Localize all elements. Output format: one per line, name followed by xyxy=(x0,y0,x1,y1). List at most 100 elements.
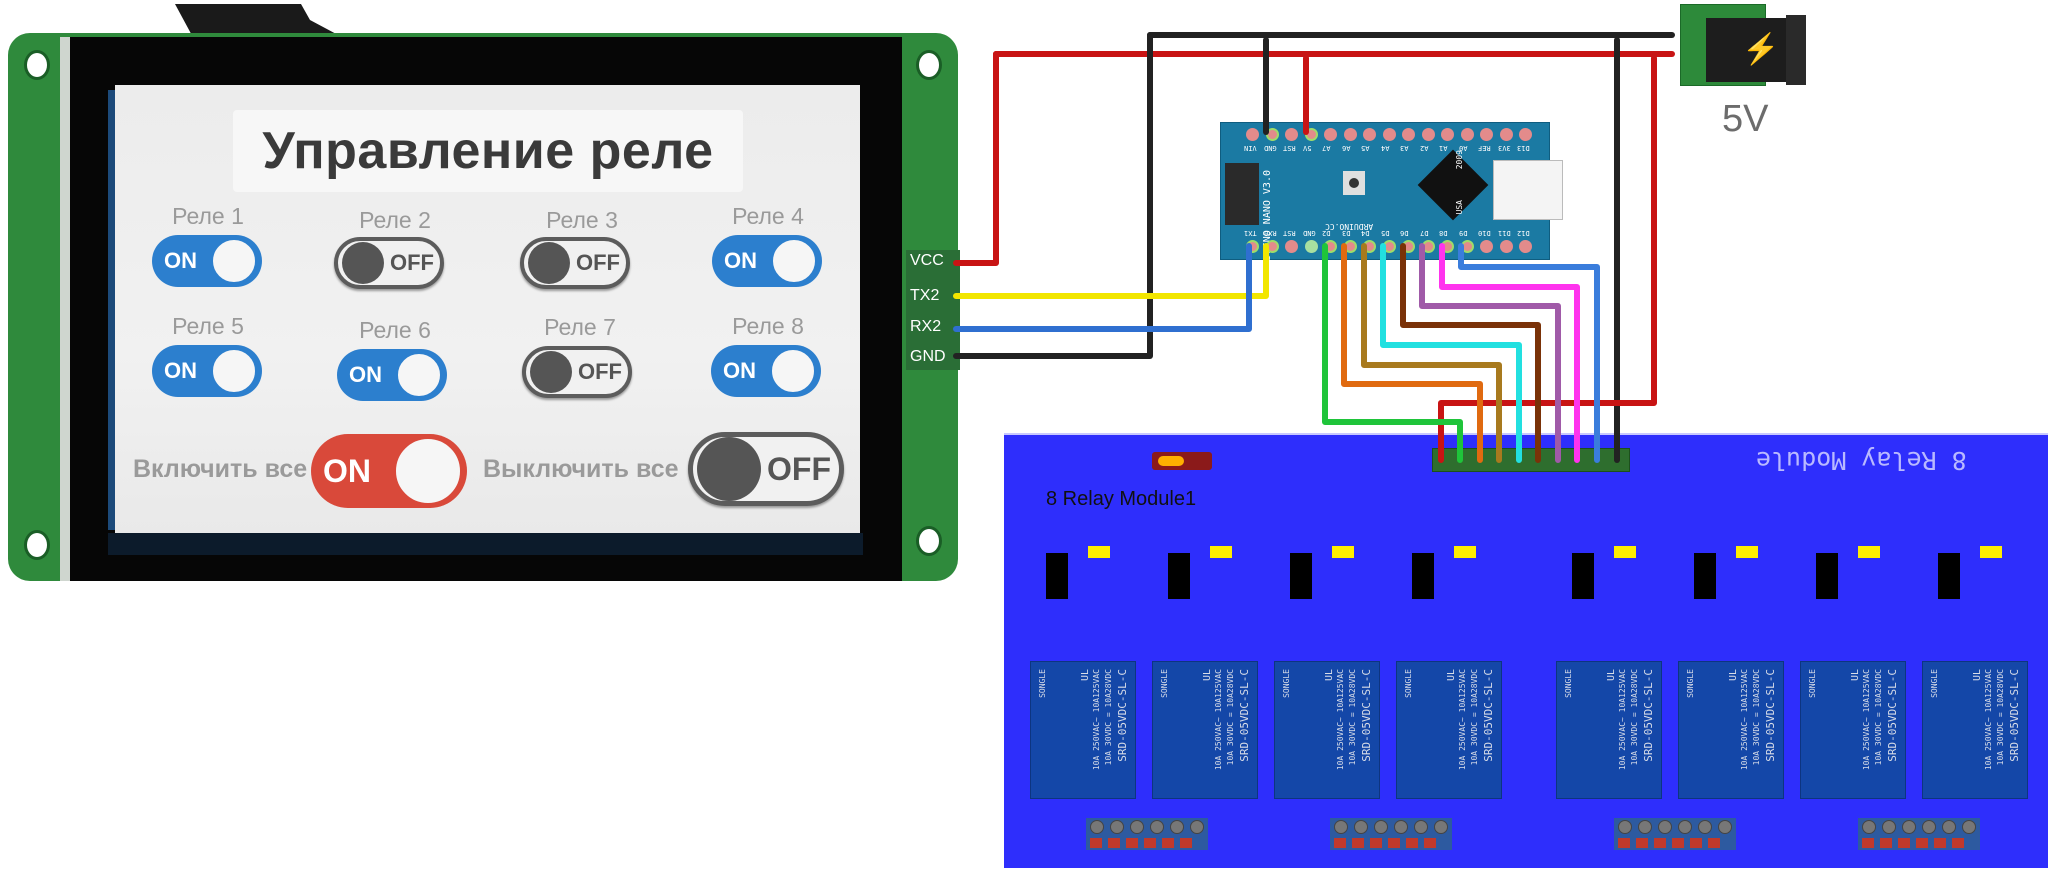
relay-7 xyxy=(1800,661,1906,799)
relay-led-icon xyxy=(1980,546,2002,558)
terminal-pad xyxy=(1126,838,1138,848)
relay-6-toggle[interactable]: ON xyxy=(337,349,447,401)
arduino-pin-ref[interactable] xyxy=(1480,128,1493,141)
wire-relay-vcc[interactable] xyxy=(1438,55,1657,463)
toggle-state: ON xyxy=(164,248,197,273)
wire-d5[interactable] xyxy=(1380,243,1522,463)
arduino-pin-vin[interactable] xyxy=(1246,128,1259,141)
relay-3-toggle[interactable]: OFF xyxy=(520,237,630,289)
arduino-pin-gnd[interactable] xyxy=(1304,240,1318,253)
terminal-pad xyxy=(1708,838,1720,848)
terminal-pad xyxy=(1862,838,1874,848)
wire-display-gnd[interactable] xyxy=(953,32,1153,359)
terminal-pad xyxy=(1090,838,1102,848)
arduino-pin-a2[interactable] xyxy=(1421,128,1435,141)
wire-d7[interactable] xyxy=(1419,243,1561,463)
wire-d9[interactable] xyxy=(1458,243,1600,463)
arduino-pin-a3[interactable] xyxy=(1402,128,1415,141)
relay-4-toggle[interactable]: ON xyxy=(712,235,822,287)
all-on-toggle[interactable]: ON xyxy=(311,434,467,508)
screw-icon xyxy=(1718,820,1732,834)
wire-d8[interactable] xyxy=(1439,243,1580,463)
relay-indicator xyxy=(1938,553,1960,599)
all-on-label: Включить все xyxy=(133,455,308,483)
terminal-pad xyxy=(1880,838,1892,848)
wire-display-vcc[interactable] xyxy=(953,51,999,266)
all-off-toggle[interactable]: OFF xyxy=(688,432,844,506)
arduino-pin-rst[interactable] xyxy=(1285,128,1298,141)
wire-d4[interactable] xyxy=(1361,243,1502,463)
relay-8-label: Реле 8 xyxy=(732,313,804,339)
relay-led-icon xyxy=(1736,546,1758,558)
toggle-knob xyxy=(528,242,570,284)
arduino-pin-d10[interactable] xyxy=(1480,240,1493,253)
terminal-pad xyxy=(1636,838,1648,848)
terminal-pad xyxy=(1180,838,1192,848)
arduino-pin-a1[interactable] xyxy=(1441,128,1454,141)
screw-icon xyxy=(1150,820,1164,834)
wire-d2[interactable] xyxy=(1322,243,1463,463)
arduino-pin-a7[interactable] xyxy=(1324,128,1337,141)
wire-d6[interactable] xyxy=(1400,243,1541,463)
icsp-header xyxy=(1225,163,1259,225)
wire-rx2[interactable] xyxy=(953,243,1252,332)
screw-icon xyxy=(1394,820,1408,834)
arduino-pin-a5[interactable] xyxy=(1363,128,1376,141)
wire-d3[interactable] xyxy=(1341,243,1483,463)
terminal-pad xyxy=(1352,838,1364,848)
screw-icon xyxy=(1414,820,1428,834)
mount-hole xyxy=(916,526,942,556)
screw-icon xyxy=(1110,820,1124,834)
arduino-pin-rst[interactable] xyxy=(1285,240,1298,253)
screw-icon xyxy=(1618,820,1632,834)
toggle-knob xyxy=(697,437,761,501)
relay-2-toggle[interactable]: OFF xyxy=(334,237,444,289)
reset-button[interactable] xyxy=(1343,171,1365,195)
screw-icon xyxy=(1090,820,1104,834)
relay-led-icon xyxy=(1088,546,1110,558)
relay-1-label: Реле 1 xyxy=(172,203,244,229)
bezel-edge xyxy=(60,37,72,581)
relay-led-icon xyxy=(1454,546,1476,558)
terminal-pad xyxy=(1424,838,1436,848)
terminal-pad xyxy=(1672,838,1684,848)
screw-terminal xyxy=(1086,818,1208,850)
relay-indicator xyxy=(1694,553,1716,599)
terminal-pad xyxy=(1916,838,1928,848)
arduino-pin-a4[interactable] xyxy=(1382,128,1396,141)
relay-led-icon xyxy=(1210,546,1232,558)
toggle-knob xyxy=(396,352,442,398)
screw-icon xyxy=(1334,820,1348,834)
arduino-pin-a6[interactable] xyxy=(1343,128,1357,141)
toggle-knob xyxy=(342,242,384,284)
arduino-pin-3v3[interactable] xyxy=(1499,128,1513,141)
relay-1-toggle[interactable]: ON xyxy=(152,235,262,287)
wire-tx2[interactable] xyxy=(953,243,1269,299)
toggle-state: OFF xyxy=(767,450,831,487)
relay-indicator xyxy=(1290,553,1312,599)
usb-port xyxy=(1493,160,1563,220)
relay-6-label: Реле 6 xyxy=(359,317,431,343)
screw-terminal xyxy=(1858,818,1980,850)
relay-5-toggle[interactable]: ON xyxy=(152,345,262,397)
pin-vcc-label: VCC xyxy=(910,252,944,269)
relay-led-icon xyxy=(1858,546,1880,558)
arduino-pin-d12[interactable] xyxy=(1519,240,1532,253)
toggle-state: ON xyxy=(723,358,756,383)
screen-title: Управление реле xyxy=(262,122,714,180)
power-jack-end xyxy=(1786,15,1806,85)
arduino-pin-d13[interactable] xyxy=(1519,128,1532,141)
terminal-pad xyxy=(1406,838,1418,848)
toggle-state: OFF xyxy=(390,250,434,275)
toggle-state: ON xyxy=(724,248,757,273)
pin-tx2-label: TX2 xyxy=(910,287,940,304)
screw-icon xyxy=(1190,820,1204,834)
screen-edge xyxy=(108,533,863,555)
arduino-pin-a0[interactable] xyxy=(1460,128,1474,141)
arduino-pin-d11[interactable] xyxy=(1499,240,1513,253)
relay-7-toggle[interactable]: OFF xyxy=(522,346,632,398)
toggle-state: OFF xyxy=(578,359,622,384)
relay-8-toggle[interactable]: ON xyxy=(711,345,821,397)
toggle-knob xyxy=(394,437,462,505)
